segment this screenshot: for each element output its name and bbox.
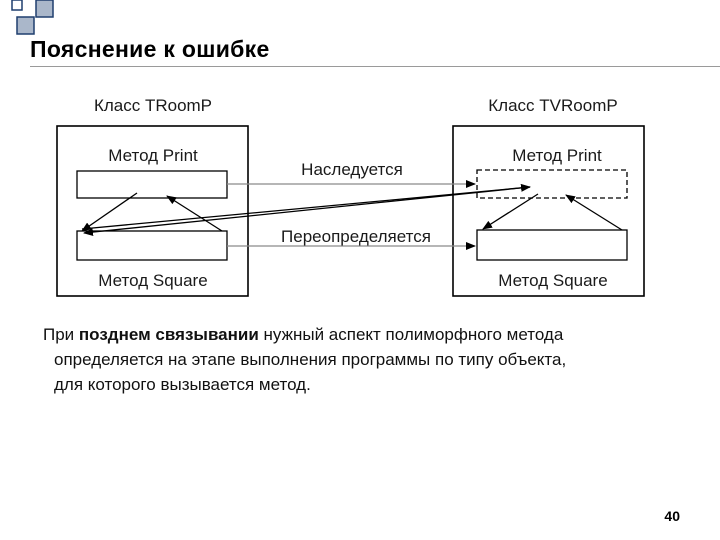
title-underline	[30, 66, 720, 67]
slide-decoration	[11, 0, 54, 35]
caption-bold-term: позднем связывании	[78, 325, 259, 344]
left-square-label: Метод Square	[98, 271, 207, 290]
left-print-box	[76, 170, 228, 199]
caption-line1-rest: нужный аспект полиморфного метода	[258, 325, 564, 344]
right-square-label: Метод Square	[498, 271, 607, 290]
caption-line3: для которого вызывается метод.	[54, 375, 311, 394]
overridden-label: Переопределяется	[281, 227, 431, 246]
right-square-box	[476, 229, 628, 261]
caption-line2: определяется на этапе выполнения програм…	[54, 350, 567, 369]
caption-prefix: При	[43, 325, 79, 344]
left-class-title: Класс TRoomP	[94, 96, 212, 115]
right-square-to-print-arrow	[565, 194, 623, 231]
left-square-to-print-arrow	[166, 195, 223, 232]
right-print-to-square-arrow	[482, 193, 539, 230]
right-class-title: Класс TVRoomP	[488, 96, 617, 115]
explanation-text: При позднем связывании нужный аспект пол…	[43, 322, 683, 397]
decor-square	[11, 0, 23, 11]
cross-arrow-from-right-print	[83, 186, 531, 237]
decor-square	[16, 16, 35, 35]
inheritance-diagram: Класс TRoomP Класс TVRoomP Метод Print М…	[56, 96, 645, 297]
slide-title: Пояснение к ошибке	[30, 36, 270, 62]
left-print-to-square-arrow	[81, 192, 138, 232]
right-class-box	[452, 125, 645, 297]
page-number: 40	[664, 508, 680, 524]
right-print-box	[476, 169, 628, 199]
left-class-box	[56, 125, 249, 297]
right-print-label: Метод Print	[512, 146, 602, 165]
left-square-box	[76, 230, 228, 261]
inherited-label: Наследуется	[301, 160, 403, 179]
left-print-label: Метод Print	[108, 146, 198, 165]
decor-square	[35, 0, 54, 18]
cross-arrow-to-right-print	[81, 183, 531, 230]
